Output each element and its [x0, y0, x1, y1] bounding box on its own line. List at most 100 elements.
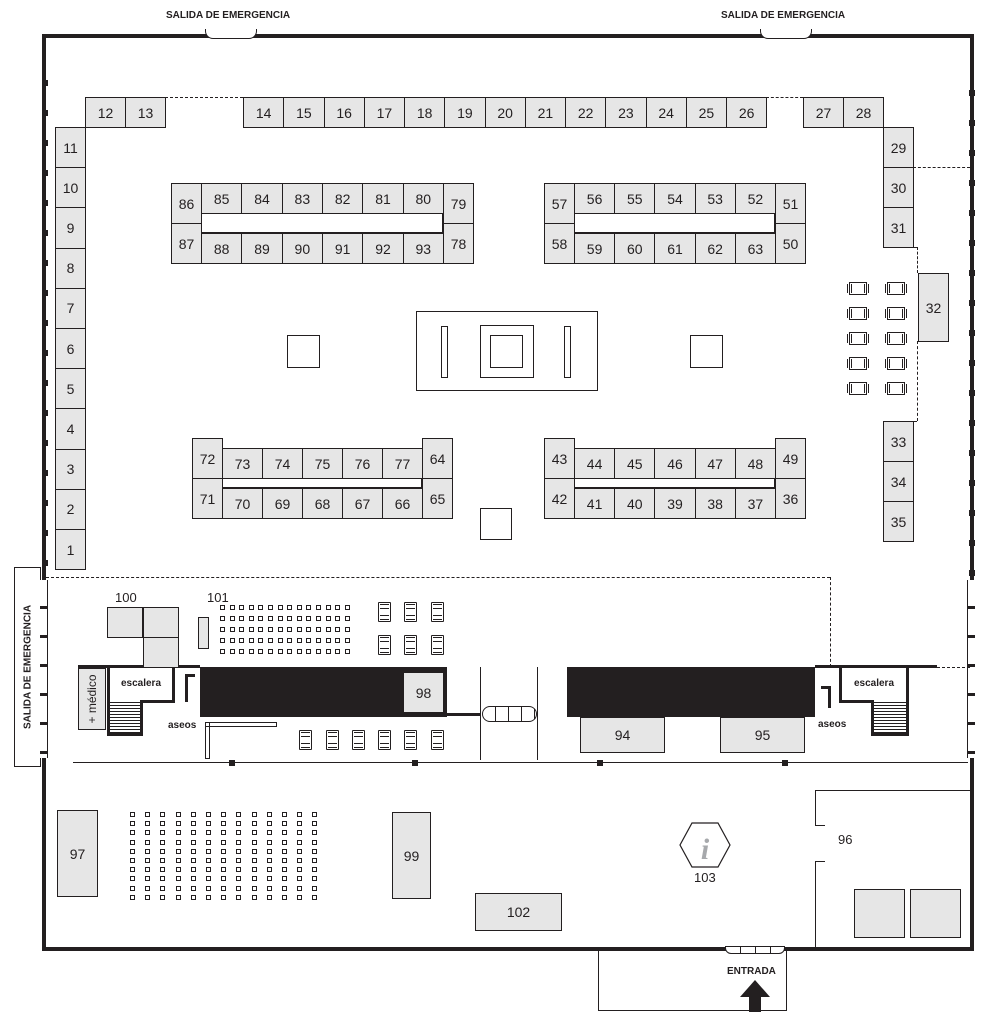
booth-8[interactable]: 8 [55, 247, 86, 289]
booth-45[interactable]: 45 [614, 448, 656, 479]
booth-23[interactable]: 23 [605, 97, 647, 128]
booth-98[interactable]: 98 [403, 672, 444, 713]
booth-86[interactable]: 86 [171, 183, 202, 224]
booth-68[interactable]: 68 [302, 488, 343, 519]
booth-12[interactable]: 12 [85, 97, 126, 128]
booth-87[interactable]: 87 [171, 223, 202, 264]
stairs-right[interactable]: escalera [839, 668, 909, 703]
booth-6[interactable]: 6 [55, 328, 86, 370]
booth-37[interactable]: 37 [734, 488, 776, 519]
booth-49[interactable]: 49 [775, 438, 806, 479]
booth-91[interactable]: 91 [321, 233, 364, 264]
booth-80[interactable]: 80 [402, 183, 444, 214]
info-point-icon[interactable]: i [678, 822, 732, 868]
booth-30[interactable]: 30 [883, 167, 914, 208]
booth-5[interactable]: 5 [55, 368, 86, 410]
booth-82[interactable]: 82 [321, 183, 364, 214]
booth-47[interactable]: 47 [694, 448, 736, 479]
booth-84[interactable]: 84 [241, 183, 283, 214]
booth-62[interactable]: 62 [694, 233, 736, 264]
booth-96-unit[interactable] [910, 889, 961, 938]
booth-40[interactable]: 40 [614, 488, 656, 519]
booth-57[interactable]: 57 [544, 183, 575, 224]
booth-17[interactable]: 17 [363, 97, 405, 128]
booth-32[interactable]: 32 [918, 273, 949, 342]
booth-59[interactable]: 59 [574, 233, 616, 264]
booth-74[interactable]: 74 [262, 448, 303, 479]
booth-16[interactable]: 16 [323, 97, 365, 128]
booth-33[interactable]: 33 [883, 421, 914, 462]
booth-3[interactable]: 3 [55, 448, 86, 490]
booth-63[interactable]: 63 [734, 233, 776, 264]
booth-100[interactable] [143, 637, 179, 668]
booth-18[interactable]: 18 [404, 97, 446, 128]
booth-69[interactable]: 69 [262, 488, 303, 519]
booth-38[interactable]: 38 [694, 488, 736, 519]
booth-64[interactable]: 64 [422, 438, 453, 479]
booth-20[interactable]: 20 [484, 97, 526, 128]
booth-67[interactable]: 67 [342, 488, 383, 519]
booth-95[interactable]: 95 [720, 717, 805, 753]
booth-52[interactable]: 52 [734, 183, 776, 214]
booth-71[interactable]: 71 [192, 478, 223, 519]
booth-7[interactable]: 7 [55, 287, 86, 329]
booth-14[interactable]: 14 [243, 97, 285, 128]
emergency-exit-left[interactable]: SALIDA DE EMERGENCIA [14, 567, 41, 767]
booth-100[interactable] [143, 607, 179, 638]
booth-28[interactable]: 28 [843, 97, 884, 128]
booth-41[interactable]: 41 [574, 488, 616, 519]
booth-29[interactable]: 29 [883, 127, 914, 168]
booth-22[interactable]: 22 [565, 97, 607, 128]
booth-9[interactable]: 9 [55, 207, 86, 249]
booth-99[interactable]: 99 [392, 812, 431, 899]
booth-73[interactable]: 73 [222, 448, 263, 479]
booth-51[interactable]: 51 [775, 183, 806, 224]
booth-11[interactable]: 11 [55, 127, 86, 169]
booth-94[interactable]: 94 [580, 717, 665, 753]
booth-83[interactable]: 83 [281, 183, 323, 214]
booth-13[interactable]: 13 [125, 97, 166, 128]
booth-48[interactable]: 48 [734, 448, 776, 479]
booth-21[interactable]: 21 [524, 97, 566, 128]
booth-65[interactable]: 65 [422, 478, 453, 519]
booth-2[interactable]: 2 [55, 488, 86, 530]
stairs-left[interactable]: escalera [107, 668, 175, 703]
booth-46[interactable]: 46 [654, 448, 696, 479]
booth-76[interactable]: 76 [342, 448, 383, 479]
booth-58[interactable]: 58 [544, 223, 575, 264]
turnstiles[interactable] [482, 706, 537, 722]
emergency-exit-door[interactable] [205, 29, 257, 39]
booth-61[interactable]: 61 [654, 233, 696, 264]
booth-43[interactable]: 43 [544, 438, 575, 479]
booth-85[interactable]: 85 [201, 183, 243, 214]
booth-66[interactable]: 66 [382, 488, 423, 519]
booth-10[interactable]: 10 [55, 167, 86, 209]
booth-42[interactable]: 42 [544, 478, 575, 519]
booth-26[interactable]: 26 [726, 97, 768, 128]
booth-81[interactable]: 81 [362, 183, 404, 214]
booth-50[interactable]: 50 [775, 223, 806, 264]
booth-97[interactable]: 97 [57, 810, 98, 897]
booth-36[interactable]: 36 [775, 478, 806, 519]
booth-79[interactable]: 79 [443, 183, 474, 224]
booth-24[interactable]: 24 [645, 97, 687, 128]
booth-4[interactable]: 4 [55, 408, 86, 450]
booth-101[interactable] [198, 617, 209, 649]
booth-39[interactable]: 39 [654, 488, 696, 519]
booth-102[interactable]: 102 [475, 893, 562, 931]
booth-96-unit[interactable] [854, 889, 905, 938]
booth-90[interactable]: 90 [281, 233, 323, 264]
emergency-exit-door[interactable] [760, 29, 812, 39]
booth-53[interactable]: 53 [694, 183, 736, 214]
booth-92[interactable]: 92 [362, 233, 404, 264]
booth-70[interactable]: 70 [222, 488, 263, 519]
booth-35[interactable]: 35 [883, 501, 914, 542]
booth-25[interactable]: 25 [685, 97, 727, 128]
medical-room[interactable]: + médico [78, 668, 106, 730]
booth-60[interactable]: 60 [614, 233, 656, 264]
booth-15[interactable]: 15 [283, 97, 325, 128]
booth-44[interactable]: 44 [574, 448, 616, 479]
booth-88[interactable]: 88 [201, 233, 243, 264]
booth-55[interactable]: 55 [614, 183, 656, 214]
booth-1[interactable]: 1 [55, 529, 86, 571]
